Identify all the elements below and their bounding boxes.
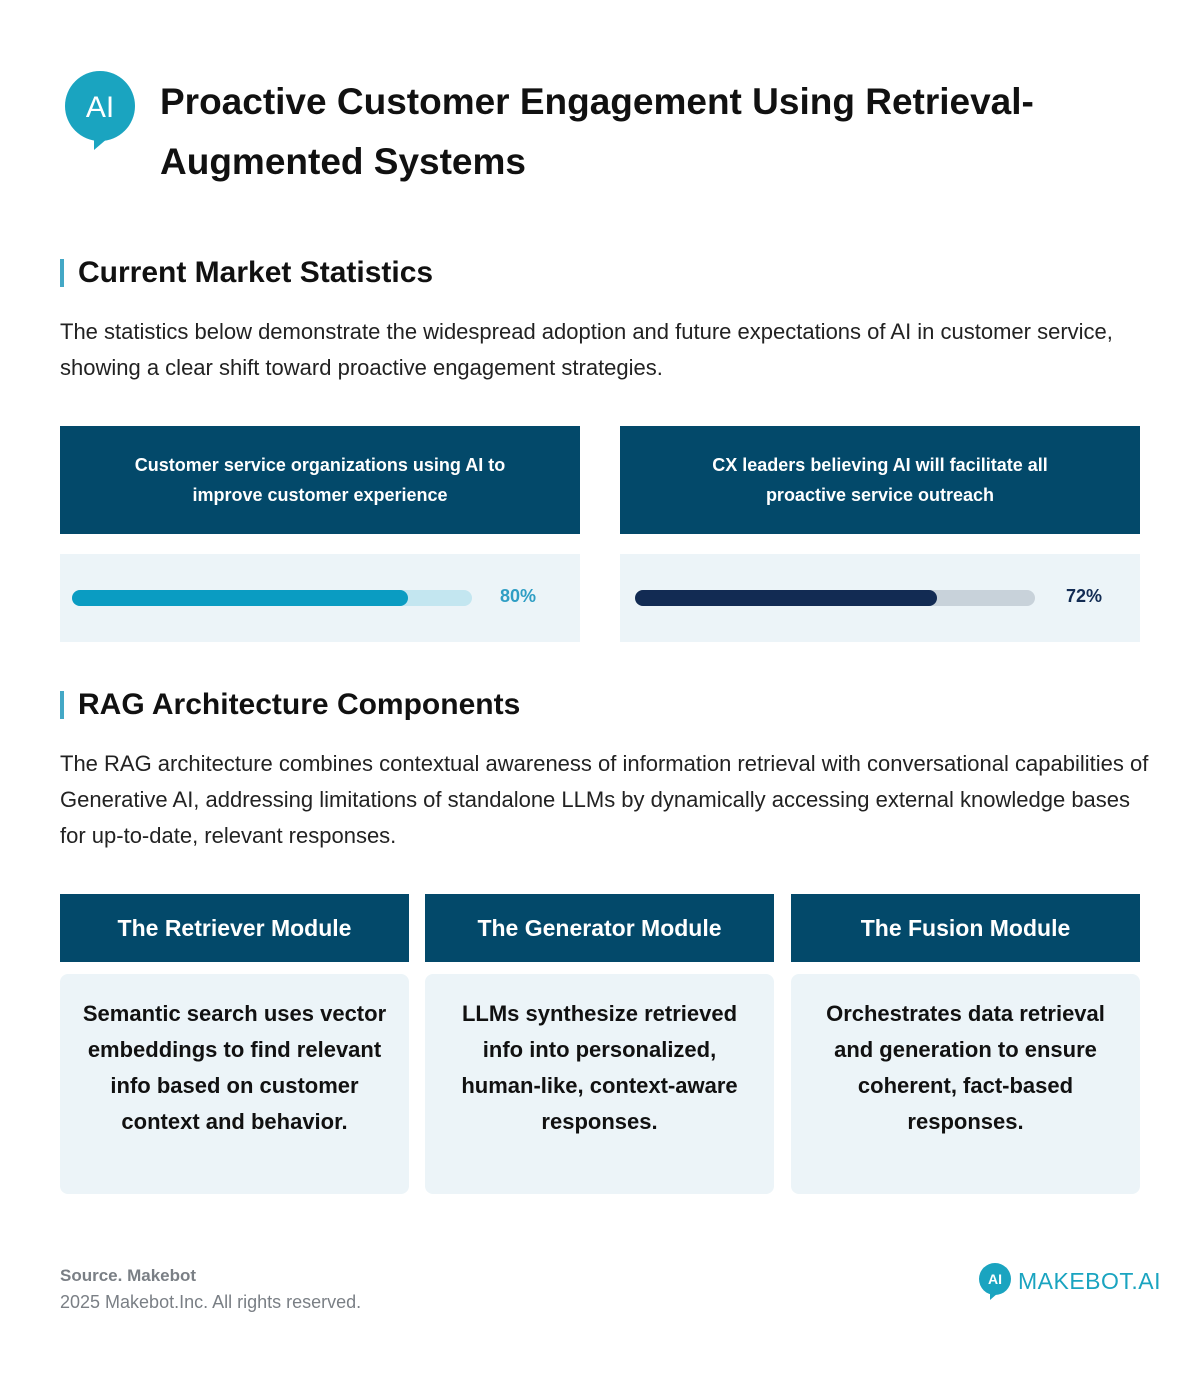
- market-description: The statistics below demonstrate the wid…: [60, 319, 1113, 380]
- rag-description: The RAG architecture combines contextual…: [60, 751, 1149, 848]
- logo-text: AI: [86, 91, 114, 124]
- section-accent-bar: [60, 259, 64, 287]
- stat-card-body: 80%: [60, 554, 580, 642]
- brand-badge-text: AI: [988, 1271, 1002, 1287]
- market-section-header: Current Market Statistics: [60, 256, 433, 290]
- progress-track: [635, 590, 1035, 606]
- progress-fill: [72, 590, 408, 606]
- module-description: Semantic search uses vector embeddings t…: [60, 974, 409, 1194]
- module-description: Orchestrates data retrieval and generati…: [791, 974, 1140, 1194]
- rag-heading: RAG Architecture Components: [78, 688, 521, 721]
- stat-card: CX leaders believing AI will facilitate …: [620, 426, 1140, 642]
- section-accent-bar: [60, 691, 64, 719]
- module-card: The Fusion Module Orchestrates data retr…: [791, 894, 1140, 1194]
- stat-value: 72%: [1066, 586, 1103, 606]
- module-title: The Fusion Module: [791, 894, 1140, 962]
- stat-label: CX leaders believing AI will facilitate …: [712, 455, 1048, 505]
- stat-card: Customer service organizations using AI …: [60, 426, 580, 642]
- rag-section-header: RAG Architecture Components: [60, 688, 520, 722]
- module-card: The Generator Module LLMs synthesize ret…: [425, 894, 774, 1194]
- brand-logo: AI MAKEBOT.AI: [978, 1262, 1161, 1300]
- progress-track: [72, 590, 472, 606]
- progress-fill: [635, 590, 938, 606]
- stat-card-header: CX leaders believing AI will facilitate …: [620, 426, 1140, 534]
- page-title: Proactive Customer Engagement Using Retr…: [160, 81, 1034, 182]
- brand-name: MAKEBOT.AI: [1018, 1267, 1162, 1294]
- stat-value: 80%: [500, 586, 537, 606]
- makebot-logo-icon: AI: [65, 71, 135, 150]
- stat-card-header: Customer service organizations using AI …: [60, 426, 580, 534]
- stat-label: Customer service organizations using AI …: [134, 455, 506, 505]
- market-heading: Current Market Statistics: [78, 256, 434, 289]
- module-title: The Retriever Module: [60, 894, 409, 962]
- module-card: The Retriever Module Semantic search use…: [60, 894, 409, 1194]
- footer-source: Source. Makebot: [60, 1266, 197, 1285]
- stat-card-body: 72%: [620, 554, 1140, 642]
- footer-copyright: 2025 Makebot.Inc. All rights reserved.: [60, 1292, 362, 1312]
- brand-badge-icon: AI: [979, 1263, 1011, 1300]
- module-title: The Generator Module: [425, 894, 774, 962]
- module-description: LLMs synthesize retrieved info into pers…: [425, 974, 774, 1194]
